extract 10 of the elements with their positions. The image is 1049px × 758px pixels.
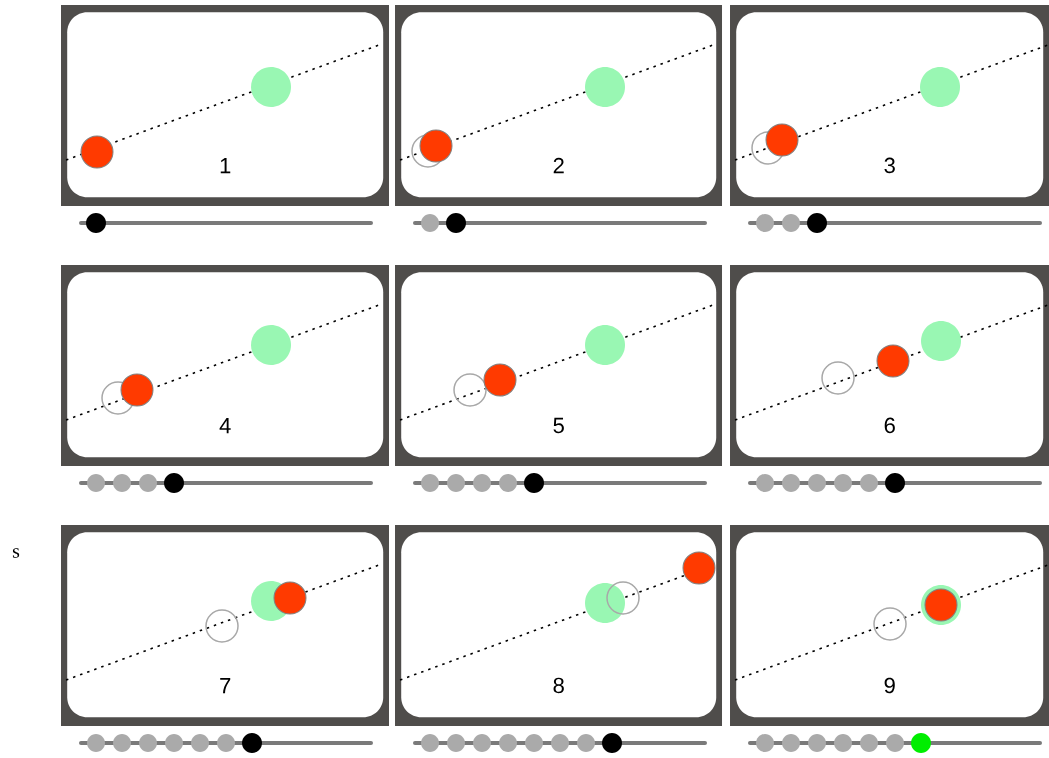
screen-panel: 1 bbox=[61, 5, 389, 206]
side-label: s bbox=[12, 548, 20, 558]
screen-panel: 4 bbox=[61, 265, 389, 466]
screen-panel: 2 bbox=[395, 5, 722, 206]
screen-panel: 7 bbox=[61, 525, 389, 726]
screen-panel: 6 bbox=[730, 265, 1049, 466]
screen-panel: 5 bbox=[395, 265, 722, 466]
screen-panel: 9 bbox=[730, 525, 1049, 726]
screen-panel: 3 bbox=[730, 5, 1049, 206]
screen-panel: 8 bbox=[395, 525, 722, 726]
